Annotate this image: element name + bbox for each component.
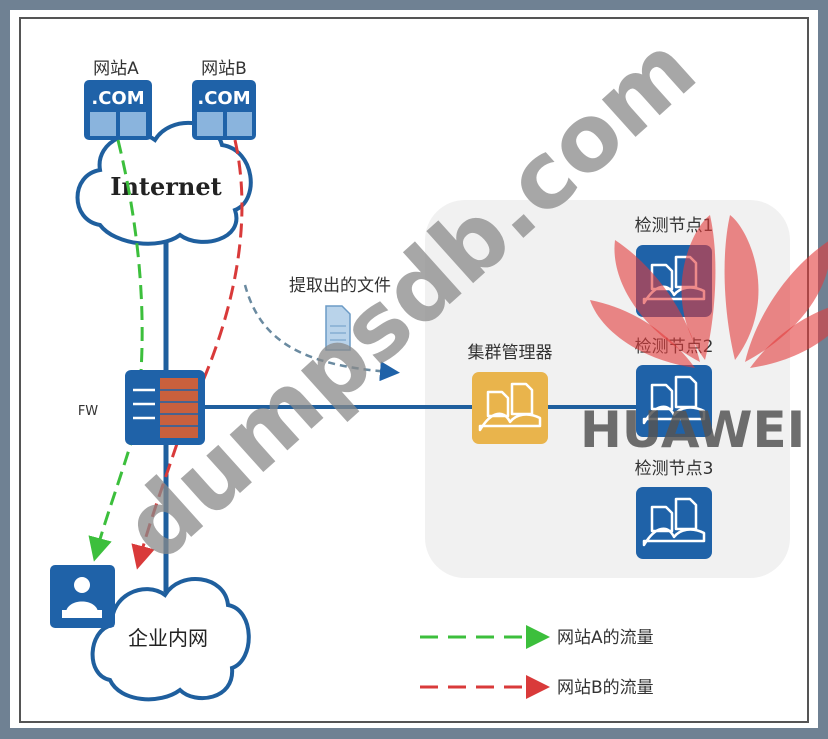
site-b-badge: .COM — [197, 88, 250, 109]
huawei-logo-watermark — [590, 215, 828, 368]
file-icon — [325, 305, 351, 351]
site-a-badge: .COM — [91, 88, 144, 109]
firewall-label: FW — [78, 404, 98, 419]
cluster-manager-icon — [470, 370, 550, 446]
cluster-manager-label: 集群管理器 — [468, 343, 553, 363]
site-b-label: 网站B — [201, 59, 247, 79]
detection-node-1-label: 检测节点1 — [635, 216, 714, 236]
firewall-icon — [125, 370, 205, 445]
intranet-label: 企业内网 — [128, 626, 208, 650]
legend-site-a-label: 网站A的流量 — [557, 628, 654, 648]
site-b: 网站B .COM — [192, 59, 256, 140]
huawei-logo-text: HUAWEI — [580, 401, 805, 459]
diagram-border — [19, 17, 809, 723]
intranet-cloud: 企业内网 — [90, 577, 251, 702]
detection-node-3-icon — [634, 485, 714, 561]
extraction-arrow — [243, 284, 400, 382]
detection-node-3-label: 检测节点3 — [635, 459, 714, 479]
legend-site-b-label: 网站B的流量 — [557, 678, 654, 698]
site-a-label: 网站A — [93, 59, 139, 79]
internet-cloud: Internet — [75, 120, 253, 246]
user-icon — [50, 565, 115, 628]
site-a: 网站A .COM — [84, 59, 152, 140]
extracted-files-label: 提取出的文件 — [289, 276, 391, 296]
